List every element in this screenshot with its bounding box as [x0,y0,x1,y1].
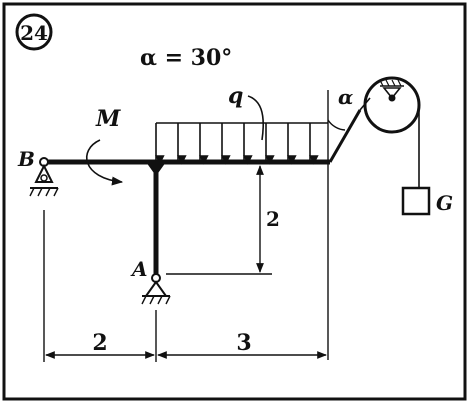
condition-text: α = 30° [140,45,232,71]
weight-label: G [436,191,453,215]
problem-number: 24 [20,21,48,45]
rigid-joint [146,162,166,176]
inclined-member [328,109,362,163]
support-b [29,157,59,197]
angle-arc [327,119,346,131]
column-height-label: 2 [266,207,280,231]
support-a [141,273,171,305]
distributed-load [155,95,328,165]
pulley [363,76,421,134]
left-span-label: 2 [92,330,107,356]
problem-number-badge: 24 [15,13,53,51]
angle-label: α [338,85,353,109]
weight-box [401,186,431,216]
moment-label: M [95,106,121,132]
span-dimensions [43,210,327,362]
load-label-q: q [228,83,243,109]
support-b-label: B [17,147,35,171]
column-height-dimension [166,165,272,275]
moment-arrow [85,139,124,186]
right-span-label: 3 [236,330,251,356]
support-a-label: A [130,257,148,281]
